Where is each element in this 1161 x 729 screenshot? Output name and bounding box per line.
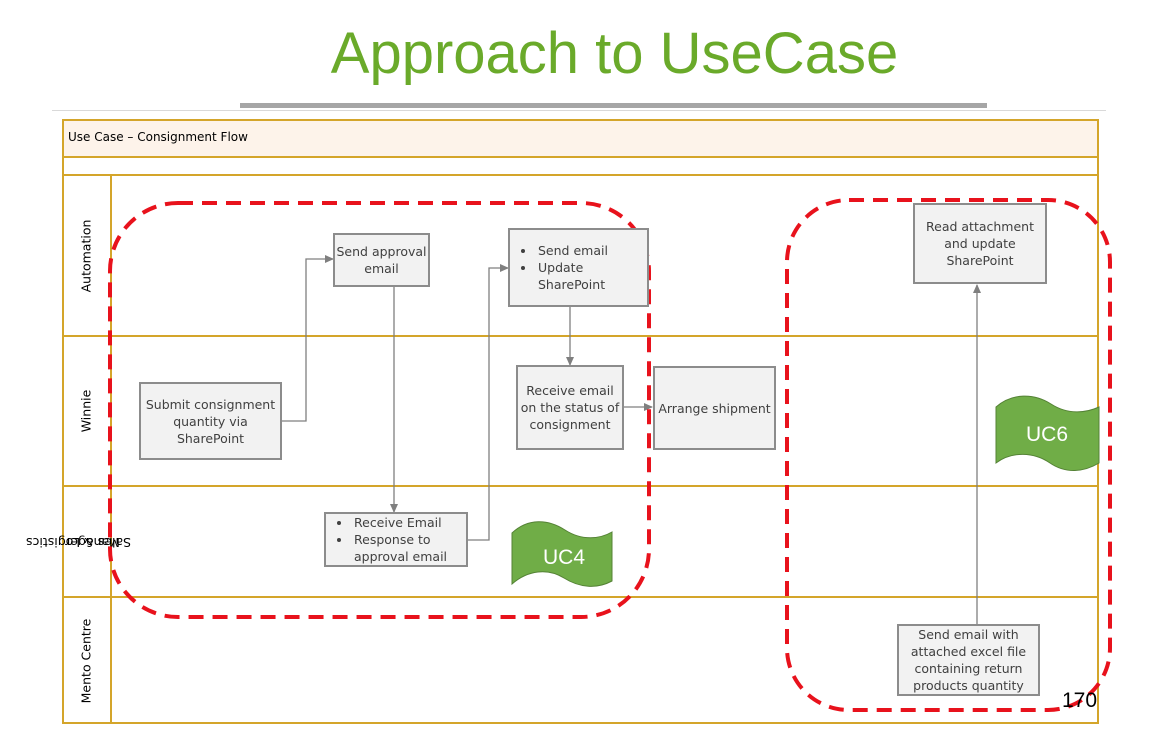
send-excel-email-box: Send email with attached excel file cont… (897, 624, 1040, 696)
lane-divider (62, 335, 1099, 337)
uc6-tag-shape (995, 395, 1100, 471)
receive-status-email-box: Receive email on the status of consignme… (516, 365, 624, 450)
uc4-tag-shape (511, 521, 613, 587)
response-item: Response to approval email (352, 531, 466, 565)
slide-title: Approach to UseCase (330, 21, 899, 86)
read-attachment-box: Read attachment and update SharePoint (913, 203, 1047, 284)
page-number: 170 (1062, 689, 1098, 712)
send-approval-email-box: Send approval email (333, 233, 430, 287)
lane-label-divider (110, 174, 112, 724)
send-email-update-sharepoint-box: Send email Update SharePoint (508, 228, 649, 307)
title-underline (240, 103, 987, 108)
lane-divider (62, 596, 1099, 598)
diagram-header: Use Case – Consignment Flow (68, 130, 248, 144)
arrange-shipment-box: Arrange shipment (653, 366, 776, 450)
send-email-item: Send email (536, 242, 647, 259)
receive-email-response-box: Receive Email Response to approval email (324, 512, 468, 567)
submit-consignment-box: Submit consignment quantity via SharePoi… (139, 382, 282, 460)
header-band (64, 121, 1097, 157)
receive-email-item: Receive Email (352, 514, 466, 531)
uc6-dashed-group (785, 198, 1112, 712)
connector-submit-to-approval (282, 255, 334, 422)
header-divider (62, 156, 1099, 158)
connector-receive-to-send (467, 264, 509, 541)
lane-divider (62, 485, 1099, 487)
uc4-dashed-group (108, 201, 651, 619)
uc4-tag-label: UC4 (543, 546, 586, 569)
slide-divider (52, 110, 1106, 111)
uc6-tag-label: UC6 (1026, 423, 1069, 446)
lane-divider (62, 174, 1099, 176)
update-sharepoint-item: Update SharePoint (536, 259, 647, 293)
